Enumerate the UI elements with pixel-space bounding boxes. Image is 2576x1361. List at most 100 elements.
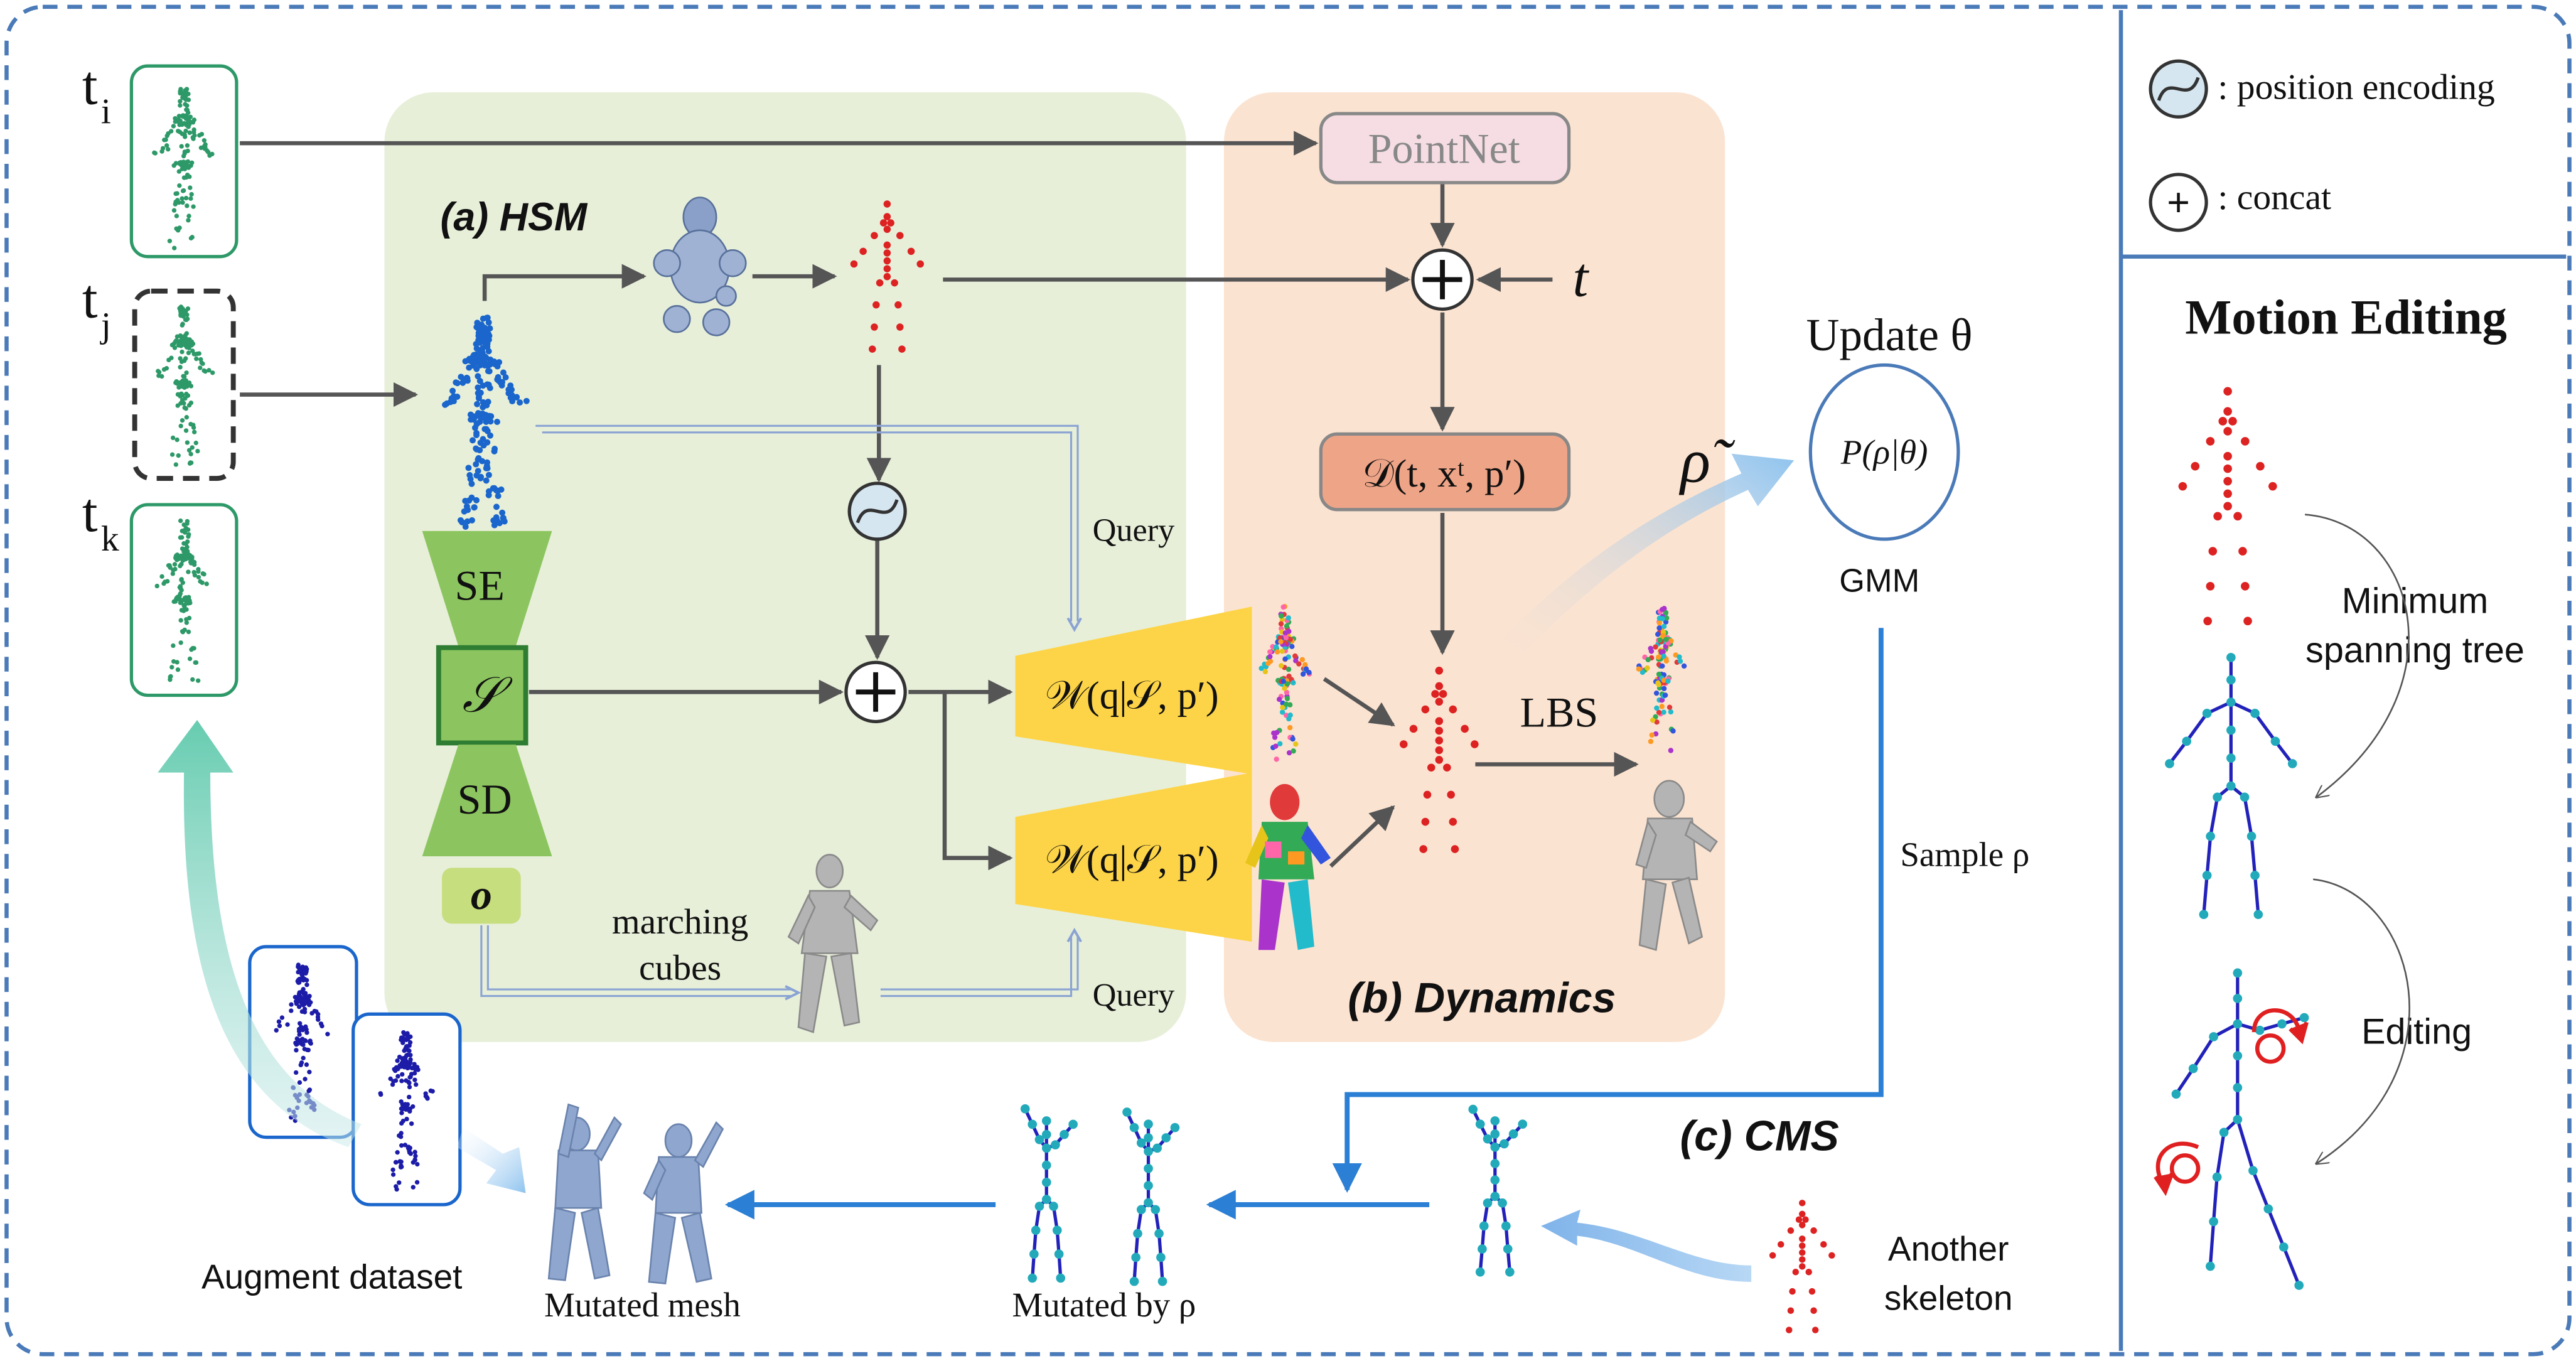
- cloud-point: [188, 559, 193, 564]
- cloud-point: [1645, 665, 1650, 671]
- gmm-label: GMM: [1839, 563, 1919, 600]
- joint: [1144, 1133, 1153, 1143]
- cloud-point: [297, 1080, 303, 1085]
- weight-block-top[interactable]: [1015, 606, 1252, 775]
- joint: [2226, 753, 2236, 763]
- cloud-point: [1659, 704, 1665, 709]
- joint-point: [1792, 1269, 1799, 1276]
- legend-position-encoding-label: : position encoding: [2218, 67, 2494, 107]
- weight-block-bottom[interactable]: [1015, 772, 1252, 942]
- joint: [1490, 1159, 1500, 1168]
- cloud-point: [169, 665, 174, 670]
- joint-point: [1828, 1252, 1835, 1259]
- cloud-point: [191, 429, 197, 434]
- bone: [2250, 836, 2257, 876]
- joint-point: [1798, 1256, 1806, 1263]
- joint: [2250, 709, 2260, 718]
- cloud-point: [190, 677, 195, 682]
- cloud-point: [507, 394, 514, 401]
- cloud-point: [400, 1072, 405, 1077]
- hsm-panel: [384, 92, 1186, 1042]
- cloud-point: [407, 1084, 412, 1090]
- joint-point: [2223, 407, 2232, 416]
- joint-point: [891, 279, 898, 287]
- cloud-point: [193, 440, 198, 446]
- joint-point: [1786, 1326, 1793, 1333]
- sd-decoder-block[interactable]: [422, 745, 552, 857]
- joint-point: [2256, 461, 2265, 471]
- cloud-point: [398, 1134, 404, 1139]
- dynamics-function-block[interactable]: [1319, 432, 1571, 512]
- joint: [1498, 1198, 1507, 1208]
- cloud-point: [188, 460, 193, 465]
- cloud-point: [178, 423, 183, 429]
- cloud-point: [517, 399, 523, 406]
- cloud-point: [485, 471, 492, 478]
- cloud-point: [460, 378, 467, 385]
- joint: [1468, 1104, 1478, 1114]
- cloud-point: [1656, 671, 1662, 677]
- cloud-point: [185, 312, 190, 318]
- joint: [1505, 1267, 1515, 1277]
- cloud-point: [1655, 680, 1661, 686]
- weight-label-bottom: 𝒲(q|𝒮, p′): [1045, 837, 1219, 881]
- joint-point: [1820, 1241, 1827, 1248]
- se-encoder-block[interactable]: [422, 530, 552, 647]
- joint: [1049, 1202, 1058, 1211]
- rho-flow-arrow: [1486, 453, 1795, 674]
- cloud-point: [484, 315, 491, 321]
- cloud-point: [484, 439, 491, 446]
- mutated-mesh-figures: [547, 1103, 724, 1284]
- cloud-point: [1299, 657, 1305, 662]
- joint: [1029, 1249, 1039, 1259]
- cloud-point: [1279, 613, 1284, 619]
- joint-point: [1811, 1326, 1819, 1333]
- posed-joint-skeleton: [1399, 667, 1479, 853]
- bone: [2205, 836, 2213, 876]
- joint: [1041, 1143, 1051, 1153]
- cloud-point: [1267, 649, 1273, 655]
- pointnet-block[interactable]: [1319, 112, 1571, 185]
- cloud-point: [523, 397, 530, 404]
- joint-point: [1449, 817, 1457, 826]
- joint-point: [2191, 461, 2200, 471]
- joint: [2299, 1013, 2309, 1023]
- cloud-point: [190, 235, 195, 240]
- joint-point: [876, 279, 884, 287]
- joint-point: [1419, 845, 1427, 853]
- joint: [1152, 1143, 1162, 1153]
- cloud-point: [1279, 663, 1284, 669]
- cloud-point: [469, 412, 476, 419]
- cloud-point: [404, 1116, 409, 1122]
- cloud-point: [185, 143, 190, 148]
- cloud-point: [193, 660, 198, 665]
- gmm-ellipse[interactable]: [1808, 363, 1960, 541]
- cloud-point: [1291, 748, 1296, 754]
- cloud-point: [195, 678, 201, 683]
- cloud-point: [180, 535, 185, 540]
- joint-point: [2268, 481, 2277, 491]
- cloud-point: [475, 373, 481, 380]
- cloud-point: [198, 579, 203, 584]
- joint: [2182, 736, 2192, 746]
- joint-point: [2203, 616, 2212, 626]
- cloud-point: [170, 435, 176, 441]
- joint: [1131, 1252, 1140, 1262]
- latent-s-block[interactable]: [436, 645, 529, 746]
- joint-point: [850, 260, 858, 268]
- cloud-point: [182, 607, 188, 613]
- cloud-point: [500, 369, 507, 376]
- cloud-point: [178, 89, 183, 94]
- cloud-point: [1661, 623, 1667, 630]
- editing-label: Editing: [2361, 1011, 2472, 1052]
- joint: [1034, 1202, 1044, 1211]
- cloud-point: [300, 1028, 306, 1033]
- cloud-point: [180, 418, 185, 423]
- cloud-point: [498, 486, 505, 493]
- frame-card-tj[interactable]: [132, 288, 236, 481]
- bone: [2208, 1221, 2216, 1267]
- cloud-point: [279, 1015, 285, 1020]
- occupancy-o-block[interactable]: [442, 868, 521, 924]
- cloud-point: [1280, 604, 1286, 610]
- joint: [1156, 1252, 1166, 1262]
